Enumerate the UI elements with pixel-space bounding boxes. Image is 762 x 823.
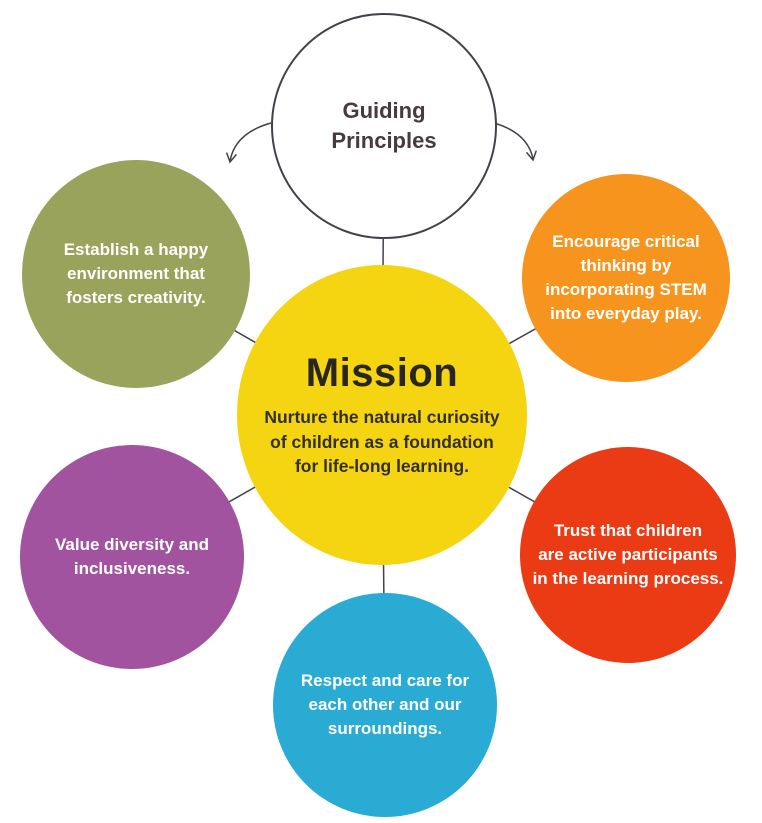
principle-circle-diversity-inclusiveness: Value diversity and inclusiveness. xyxy=(20,445,244,669)
principle-circle-trust-children: Trust that children are active participa… xyxy=(520,447,736,663)
mission-circle: Mission Nurture the natural curiosity of… xyxy=(237,265,527,565)
principle-circle-respect-care: Respect and care for each other and our … xyxy=(273,593,497,817)
principle-text: Establish a happy environment that foste… xyxy=(63,240,209,307)
curved-arrow-left-head xyxy=(225,152,237,164)
principle-circle-critical-thinking: Encourage critical thinking by incorpora… xyxy=(522,174,730,382)
principle-text: Value diversity and inclusiveness. xyxy=(54,535,209,578)
guiding-principles-circle: Guiding Principles xyxy=(271,13,497,239)
mission-title: Mission xyxy=(305,351,459,396)
curved-arrow-right xyxy=(493,122,534,160)
principle-text: Encourage critical thinking by incorpora… xyxy=(545,232,707,323)
principle-text: Trust that children are active participa… xyxy=(532,521,724,588)
curved-arrow-right-head xyxy=(525,150,538,162)
guiding-principles-label: Guiding Principles xyxy=(331,98,437,153)
curved-arrow-left xyxy=(229,122,272,162)
principle-circle-happy-environment: Establish a happy environment that foste… xyxy=(22,160,250,388)
mission-description: Nurture the natural curiosity of childre… xyxy=(264,407,500,477)
principle-text: Respect and care for each other and our … xyxy=(300,671,470,738)
